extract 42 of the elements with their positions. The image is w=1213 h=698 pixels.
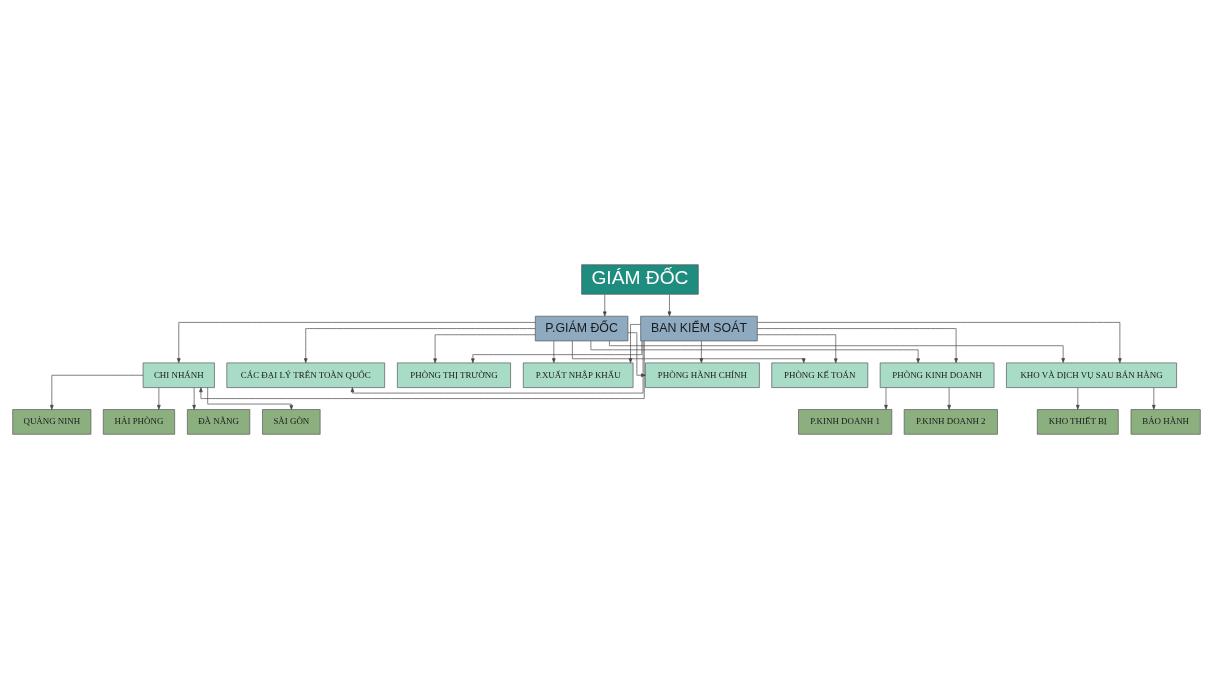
arrow [667,293,672,316]
arrow [609,340,1065,363]
arrow [1152,386,1156,410]
arrow [50,374,144,410]
arrow [757,333,838,363]
arrow [471,340,643,363]
arrow [628,323,641,363]
arrow [757,321,1122,363]
arrow [603,293,607,316]
arrow [552,340,556,363]
arrow [947,386,951,410]
node-box: BAN KIỂM SOÁT [640,315,758,341]
node-box: GIÁM ĐỐC [581,263,699,295]
arrow [177,321,536,363]
arrow [884,386,888,410]
node-box: P.KINH DOANH 1 [798,408,893,435]
arrow [572,340,806,363]
arrow [207,386,294,410]
node-box: PHÒNG THỊ TRƯỜNG [397,362,511,388]
node-box: KHO VÀ DỊCH VỤ SAU BÁN HÀNG [1006,362,1177,388]
arrow [433,333,536,363]
arrow [192,386,196,410]
node-box: P.XUẤT NHẬP KHẨU [522,362,634,388]
node-box: PHÒNG KẾ TOÁN [771,362,869,388]
node-box: P.GIÁM ĐỐC [534,315,629,341]
node-box: ĐÀ NẴNG [187,408,251,435]
node-box: PHÒNG KINH DOANH [879,362,995,388]
node-box: CÁC ĐẠI LÝ TRÊN TOÀN QUỐC [226,362,385,388]
arrow [303,327,536,363]
node-box: HẢI PHÒNG [102,408,175,435]
arrow [756,327,958,363]
arrow [590,340,920,363]
node-box: BẢO HÀNH [1130,408,1201,435]
arrow [699,340,704,363]
node-box: CHI NHÁNH [142,362,215,388]
arrow [157,386,161,410]
node-box: KHO THIẾT BỊ [1036,408,1119,435]
node-box: SÀI GÒN [262,408,321,435]
node-box: P.KINH DOANH 2 [903,408,998,435]
arrow [1076,386,1080,410]
node-box: PHÒNG HÀNH CHÍNH [645,362,760,388]
node-box: QUẢNG NINH [12,408,92,435]
